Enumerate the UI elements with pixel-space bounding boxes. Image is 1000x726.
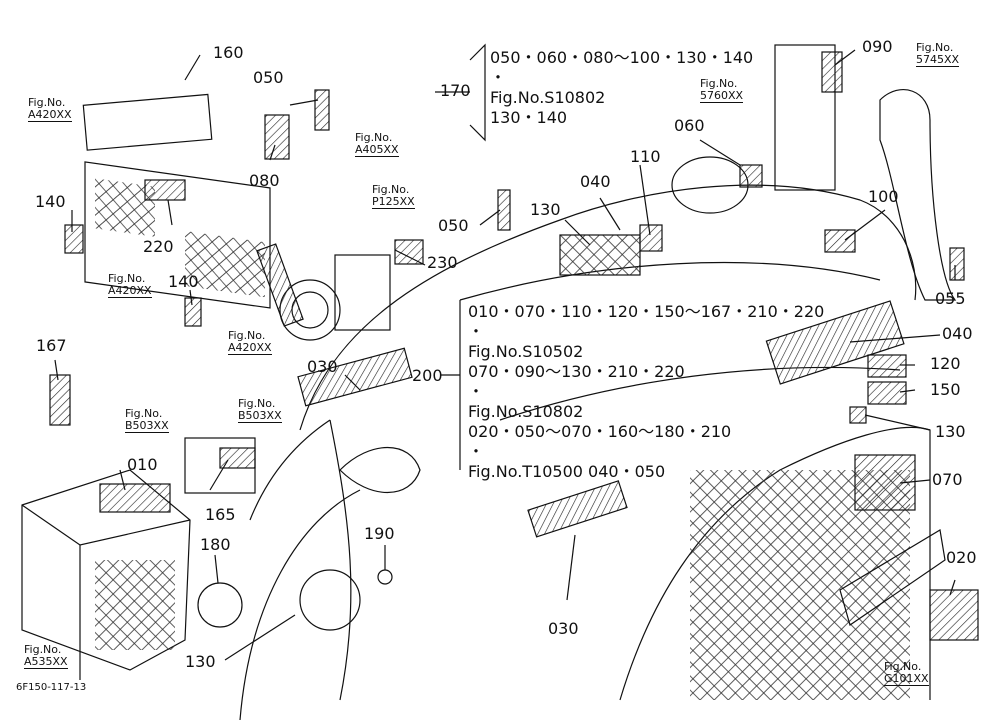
fig-ref-5760: Fig.No.5760XX (700, 77, 744, 103)
part-label-055: 055 (935, 289, 966, 308)
panel-line-2 (499, 366, 901, 421)
part-label-040: 040 (942, 324, 973, 343)
fig-ref-g101: Fig.No.G101XX (884, 660, 929, 686)
part-label-150: 150 (930, 380, 961, 399)
fig-ref-5745: Fig.No.5745XX (916, 41, 960, 67)
part-label-130: 130 (185, 652, 216, 671)
part-label-040: 040 (580, 172, 611, 191)
part-label-060: 060 (674, 116, 705, 135)
fig-ref-b503: Fig.No.B503XX (238, 397, 282, 423)
note-group-170: 050・060・080～100・130・140 ・ Fig.No.S10802 … (490, 48, 754, 127)
fig-ref-b503: Fig.No.B503XX (125, 407, 169, 433)
part-label-050: 050 (438, 216, 469, 235)
hood-side (329, 419, 352, 701)
fig-ref-a405: Fig.No.A405XX (355, 131, 399, 157)
bracket-090 (774, 44, 836, 191)
part-label-160: 160 (213, 43, 244, 62)
part-label-165: 165 (205, 505, 236, 524)
part-label-030: 030 (548, 619, 579, 638)
part-label-130: 130 (935, 422, 966, 441)
bracket-020 (839, 529, 946, 626)
part-label-220: 220 (143, 237, 174, 256)
note-group-200: 010・070・110・120・150～167・210・220 ・ Fig.No… (468, 302, 825, 481)
part-label-230: 230 (427, 253, 458, 272)
fig-ref-p125: Fig.No.P125XX (372, 183, 415, 209)
part-label-020: 020 (946, 548, 977, 567)
fig-ref-a420: Fig.No.A420XX (28, 96, 72, 122)
part-label-190: 190 (364, 524, 395, 543)
battery (21, 469, 191, 671)
fuel-door (299, 569, 361, 631)
part-label-070: 070 (932, 470, 963, 489)
fig-ref-a535: Fig.No.A535XX (24, 643, 68, 669)
part-label-167: 167 (36, 336, 67, 355)
part-label-130: 130 (530, 200, 561, 219)
headlight (339, 447, 421, 493)
part-label-110: 110 (630, 147, 661, 166)
part-label-010: 010 (127, 455, 158, 474)
hood-outline (299, 184, 917, 431)
part-label-100: 100 (868, 187, 899, 206)
fig-ref-a420: Fig.No.A420XX (108, 272, 152, 298)
fender-arc (239, 489, 361, 721)
cap-180 (197, 582, 243, 628)
part-label-170: 170 (440, 81, 471, 100)
hood-lower (249, 419, 331, 521)
part-label-140: 140 (35, 192, 66, 211)
part-label-090: 090 (862, 37, 893, 56)
part-label-140: 140 (168, 272, 199, 291)
panel-line-1 (459, 261, 881, 301)
part-label-050: 050 (253, 68, 284, 87)
part-label-180: 180 (200, 535, 231, 554)
drawing-code: 6F150-117-13 (16, 682, 87, 693)
part-label-080: 080 (249, 171, 280, 190)
part-label-030: 030 (307, 357, 338, 376)
part-label-120: 120 (930, 354, 961, 373)
exhaust-pipe (879, 89, 957, 301)
fig-ref-a420: Fig.No.A420XX (228, 329, 272, 355)
part-label-200: 200 (412, 366, 443, 385)
